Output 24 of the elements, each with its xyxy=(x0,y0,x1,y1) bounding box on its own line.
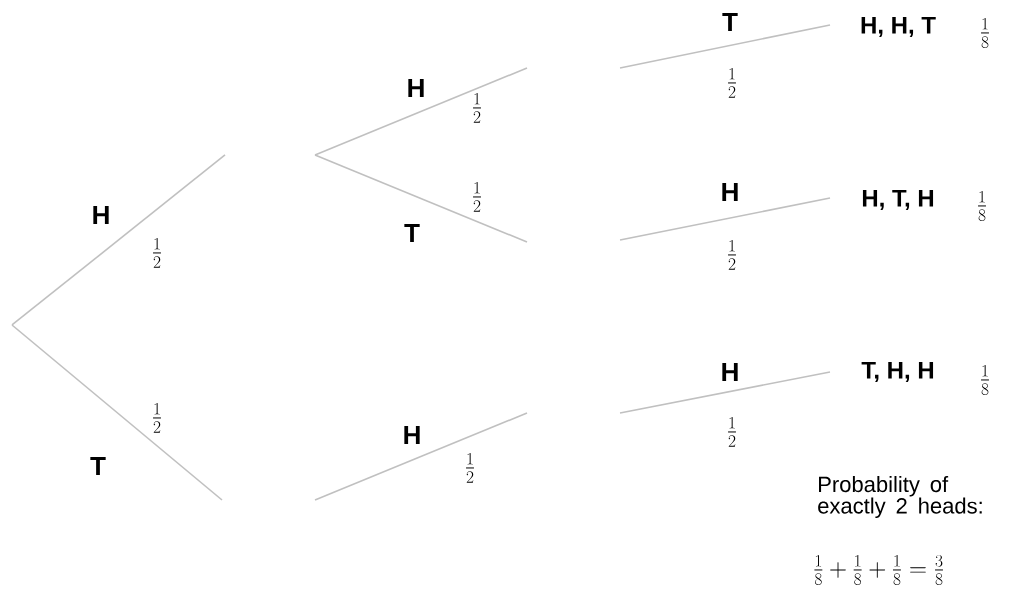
branch-label: H xyxy=(722,363,738,381)
probability-fraction: $\frac{1}{2}$ xyxy=(728,67,736,98)
probability-fraction: $\frac{1}{8}$ xyxy=(981,364,989,396)
note-text: Probability of exactly 2 heads: xyxy=(818,476,982,518)
sum-equation: $\frac{1}{8} + \frac{1}{8} + \frac{1}{8} = \frac{3}{8}$ xyxy=(814,554,943,586)
probability-fraction: $\frac{1}{2}$ xyxy=(728,416,736,447)
probability-fraction: $\frac{1}{2}$ xyxy=(153,237,161,268)
branch-label: T xyxy=(90,457,106,475)
branch-label: H xyxy=(722,183,738,201)
outcome-label: T, H, H xyxy=(861,361,934,383)
outcome-label: H, H, T xyxy=(861,16,936,38)
probability-fraction: $\frac{1}{2}$ xyxy=(466,452,474,483)
probability-fraction: $\frac{1}{2}$ xyxy=(728,239,736,270)
probability-fraction: $\frac{1}{2}$ xyxy=(473,92,481,123)
probability-fraction: $\frac{1}{8}$ xyxy=(981,17,989,49)
branch-label: H xyxy=(408,79,424,97)
branch-label: T xyxy=(404,224,420,242)
probability-fraction: $\frac{1}{8}$ xyxy=(978,190,986,222)
branch-label: H xyxy=(93,206,109,224)
branch-label: T xyxy=(722,13,738,31)
outcome-label: H, T, H xyxy=(862,189,934,211)
probability-fraction: $\frac{1}{2}$ xyxy=(473,181,481,212)
probability-fraction: $\frac{1}{2}$ xyxy=(153,402,161,433)
branch-label: H xyxy=(404,426,420,444)
